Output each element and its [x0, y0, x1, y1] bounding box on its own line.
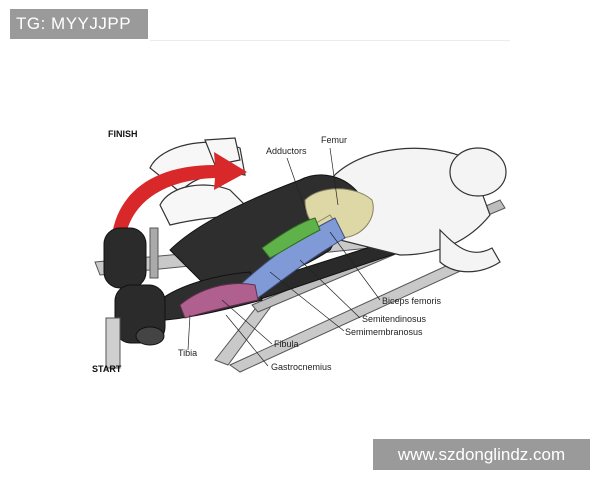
finish-label: FINISH: [108, 129, 138, 139]
label-gastrocnemius: Gastrocnemius: [271, 362, 332, 372]
watermark-top: TG: MYYJJPP: [10, 9, 148, 39]
leader-lines: [187, 147, 381, 367]
label-fibula: Fibula: [274, 339, 299, 349]
label-semimembranosus: Semimembranosus: [345, 327, 423, 337]
label-tibia: Tibia: [178, 348, 197, 358]
motion-arrow: [112, 152, 247, 240]
label-semitendinosus: Semitendinosus: [362, 314, 427, 324]
roller-pads: [103, 227, 166, 369]
label-femur: Femur: [321, 135, 347, 145]
calf-muscle: [179, 283, 259, 319]
hamstring-muscle: [239, 217, 346, 301]
watermark-bottom: www.szdonglindz.com: [373, 439, 590, 470]
adductor-muscle: [261, 217, 321, 259]
label-adductors: Adductors: [266, 146, 307, 156]
label-biceps-femoris: Biceps femoris: [382, 296, 442, 306]
start-label: START: [92, 364, 122, 374]
divider-line: [150, 40, 510, 41]
body-figure: [329, 147, 507, 273]
